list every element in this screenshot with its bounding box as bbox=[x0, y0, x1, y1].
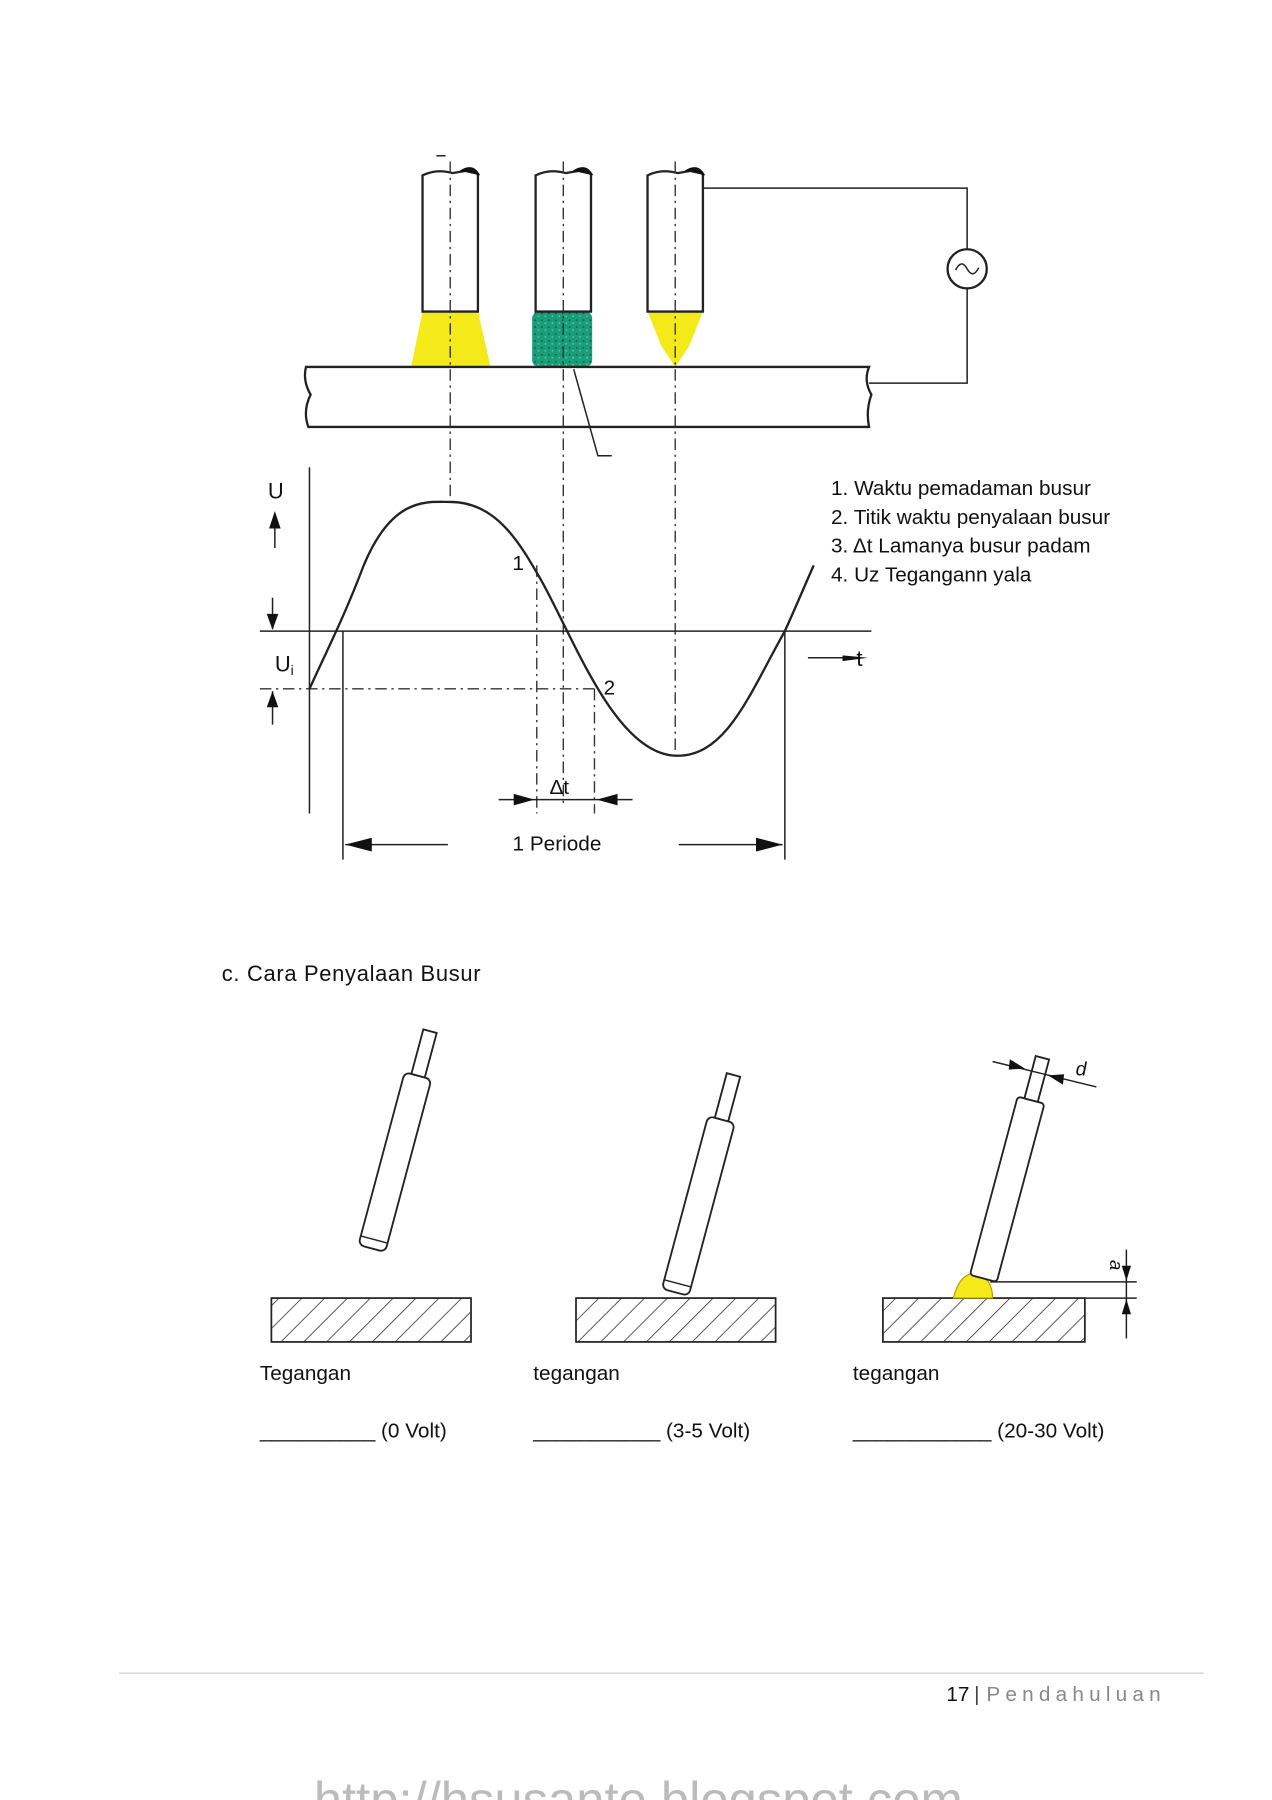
legend-item: 4. Uz Tegangann yala bbox=[831, 564, 1032, 587]
watermark: http://hsusanto.blogspot.com bbox=[314, 1771, 963, 1800]
plate-3 bbox=[882, 1297, 1086, 1343]
ui-label: Ui bbox=[275, 652, 294, 678]
voltage-waveform: t U Ui 1 2 Δt 1 Periode bbox=[259, 467, 872, 860]
plate-2 bbox=[575, 1297, 777, 1343]
period-label: 1 Periode bbox=[513, 832, 602, 855]
axis-t-label: t bbox=[856, 646, 862, 671]
electrode-2 bbox=[662, 1072, 742, 1296]
point-1-label: 1 bbox=[513, 552, 525, 575]
plate-1 bbox=[270, 1297, 472, 1343]
electrode-left bbox=[421, 167, 481, 313]
legend-item: 1. Waktu pemadaman busur bbox=[831, 477, 1091, 500]
item-value: ___________ (3-5 Volt) bbox=[532, 1420, 750, 1443]
voltage-labels: Tegangan tegangan tegangan __________ (0… bbox=[259, 1362, 1105, 1443]
arc-ignition-diagrams: d a bbox=[270, 1028, 1137, 1343]
delta-t-label: Δt bbox=[549, 776, 569, 799]
item-value: ____________ (20-30 Volt) bbox=[852, 1420, 1105, 1443]
item-label: tegangan bbox=[533, 1362, 620, 1385]
dimension-a-label: a bbox=[1106, 1260, 1127, 1270]
electrode-1 bbox=[358, 1028, 438, 1252]
electrode-right bbox=[646, 167, 706, 313]
point-2-label: 2 bbox=[604, 677, 616, 700]
legend-list: 1. Waktu pemadaman busur 2. Titik waktu … bbox=[831, 477, 1110, 587]
workpiece-plate bbox=[303, 365, 873, 429]
ac-source-icon bbox=[946, 248, 988, 290]
legend-item: 3. Δt Lamanya busur padam bbox=[831, 535, 1091, 558]
page-footer: 17|Pendahuluan bbox=[946, 1683, 1165, 1706]
electrode-middle bbox=[534, 167, 594, 313]
electrode-arc-diagram bbox=[303, 155, 988, 808]
item-label: tegangan bbox=[853, 1362, 940, 1385]
dimension-d-label: d bbox=[1076, 1058, 1088, 1080]
section-heading: c. Cara Penyalaan Busur bbox=[222, 961, 481, 986]
arc-glow-middle bbox=[532, 311, 593, 367]
axis-u-label: U bbox=[268, 478, 284, 503]
item-label: Tegangan bbox=[260, 1362, 351, 1385]
item-value: __________ (0 Volt) bbox=[259, 1420, 447, 1443]
legend-item: 2. Titik waktu penyalaan busur bbox=[831, 506, 1110, 529]
electrode-3 bbox=[969, 1054, 1051, 1283]
